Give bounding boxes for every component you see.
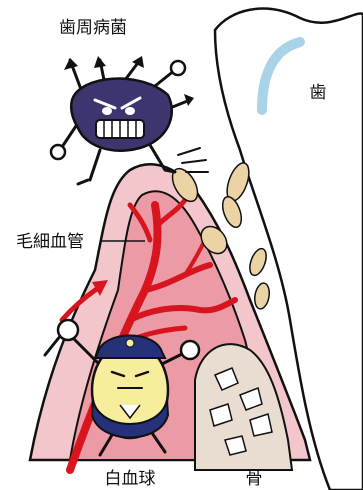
plaque-deposit xyxy=(171,167,199,203)
bacteria-eye xyxy=(125,107,135,115)
bacteria-eye xyxy=(102,107,112,115)
tooth-outline xyxy=(213,7,363,490)
capillary-trunk xyxy=(66,201,162,474)
capillary-branch xyxy=(127,297,238,323)
label-tooth: 歯 xyxy=(310,83,327,103)
plaque xyxy=(171,162,271,310)
wbc-uniform xyxy=(90,399,170,439)
plaque-deposit xyxy=(249,247,267,277)
wbc-eyes xyxy=(110,370,150,378)
capillary-branch xyxy=(127,202,153,243)
bacteria-arm-tip xyxy=(184,94,194,106)
bacteria-body xyxy=(70,77,173,152)
bacteria-arm-tip xyxy=(94,56,106,68)
label-bone: 骨 xyxy=(246,469,263,489)
wbc-cap-badge xyxy=(125,338,135,348)
wbc-hand xyxy=(179,339,201,361)
plaque-deposit xyxy=(253,282,271,310)
bacteria-teeth-lines xyxy=(103,120,137,138)
wbc-hand xyxy=(56,318,80,342)
bone-pore xyxy=(213,367,239,391)
label-capillary: 毛細血管 xyxy=(16,232,84,252)
bacteria-arm-tip xyxy=(64,58,78,70)
bone-pore xyxy=(224,435,247,456)
bone-pore xyxy=(249,413,273,437)
bacteria-arm-tip xyxy=(132,56,144,68)
capillary-branch xyxy=(155,197,188,228)
bacteria-hand xyxy=(49,143,67,161)
plaque-deposit xyxy=(221,195,243,229)
attack-arrow xyxy=(59,280,108,323)
bacteria-eyebrows xyxy=(93,96,142,110)
label-white-blood-cell: 白血球 xyxy=(105,469,156,489)
bacteria-arm xyxy=(88,148,102,182)
arrow-head xyxy=(92,280,108,296)
bone xyxy=(194,343,294,471)
bone-pore xyxy=(209,403,233,427)
tooth-pulp-canal xyxy=(257,37,305,115)
wbc-collar xyxy=(119,404,141,420)
capillary-branch xyxy=(142,262,213,293)
bacteria-character-icon xyxy=(49,56,209,186)
label-pathogen: 歯周病菌 xyxy=(59,18,127,38)
plaque-deposit xyxy=(200,225,228,255)
bacteria-arm xyxy=(148,143,167,172)
bone-pore xyxy=(239,386,263,411)
bacteria-hand xyxy=(169,59,187,77)
police-cell-character-icon xyxy=(43,318,201,457)
bacteria-foot xyxy=(76,168,177,186)
motion-lines xyxy=(177,147,209,173)
tooth xyxy=(213,7,363,490)
arrow-shaft xyxy=(59,285,101,323)
